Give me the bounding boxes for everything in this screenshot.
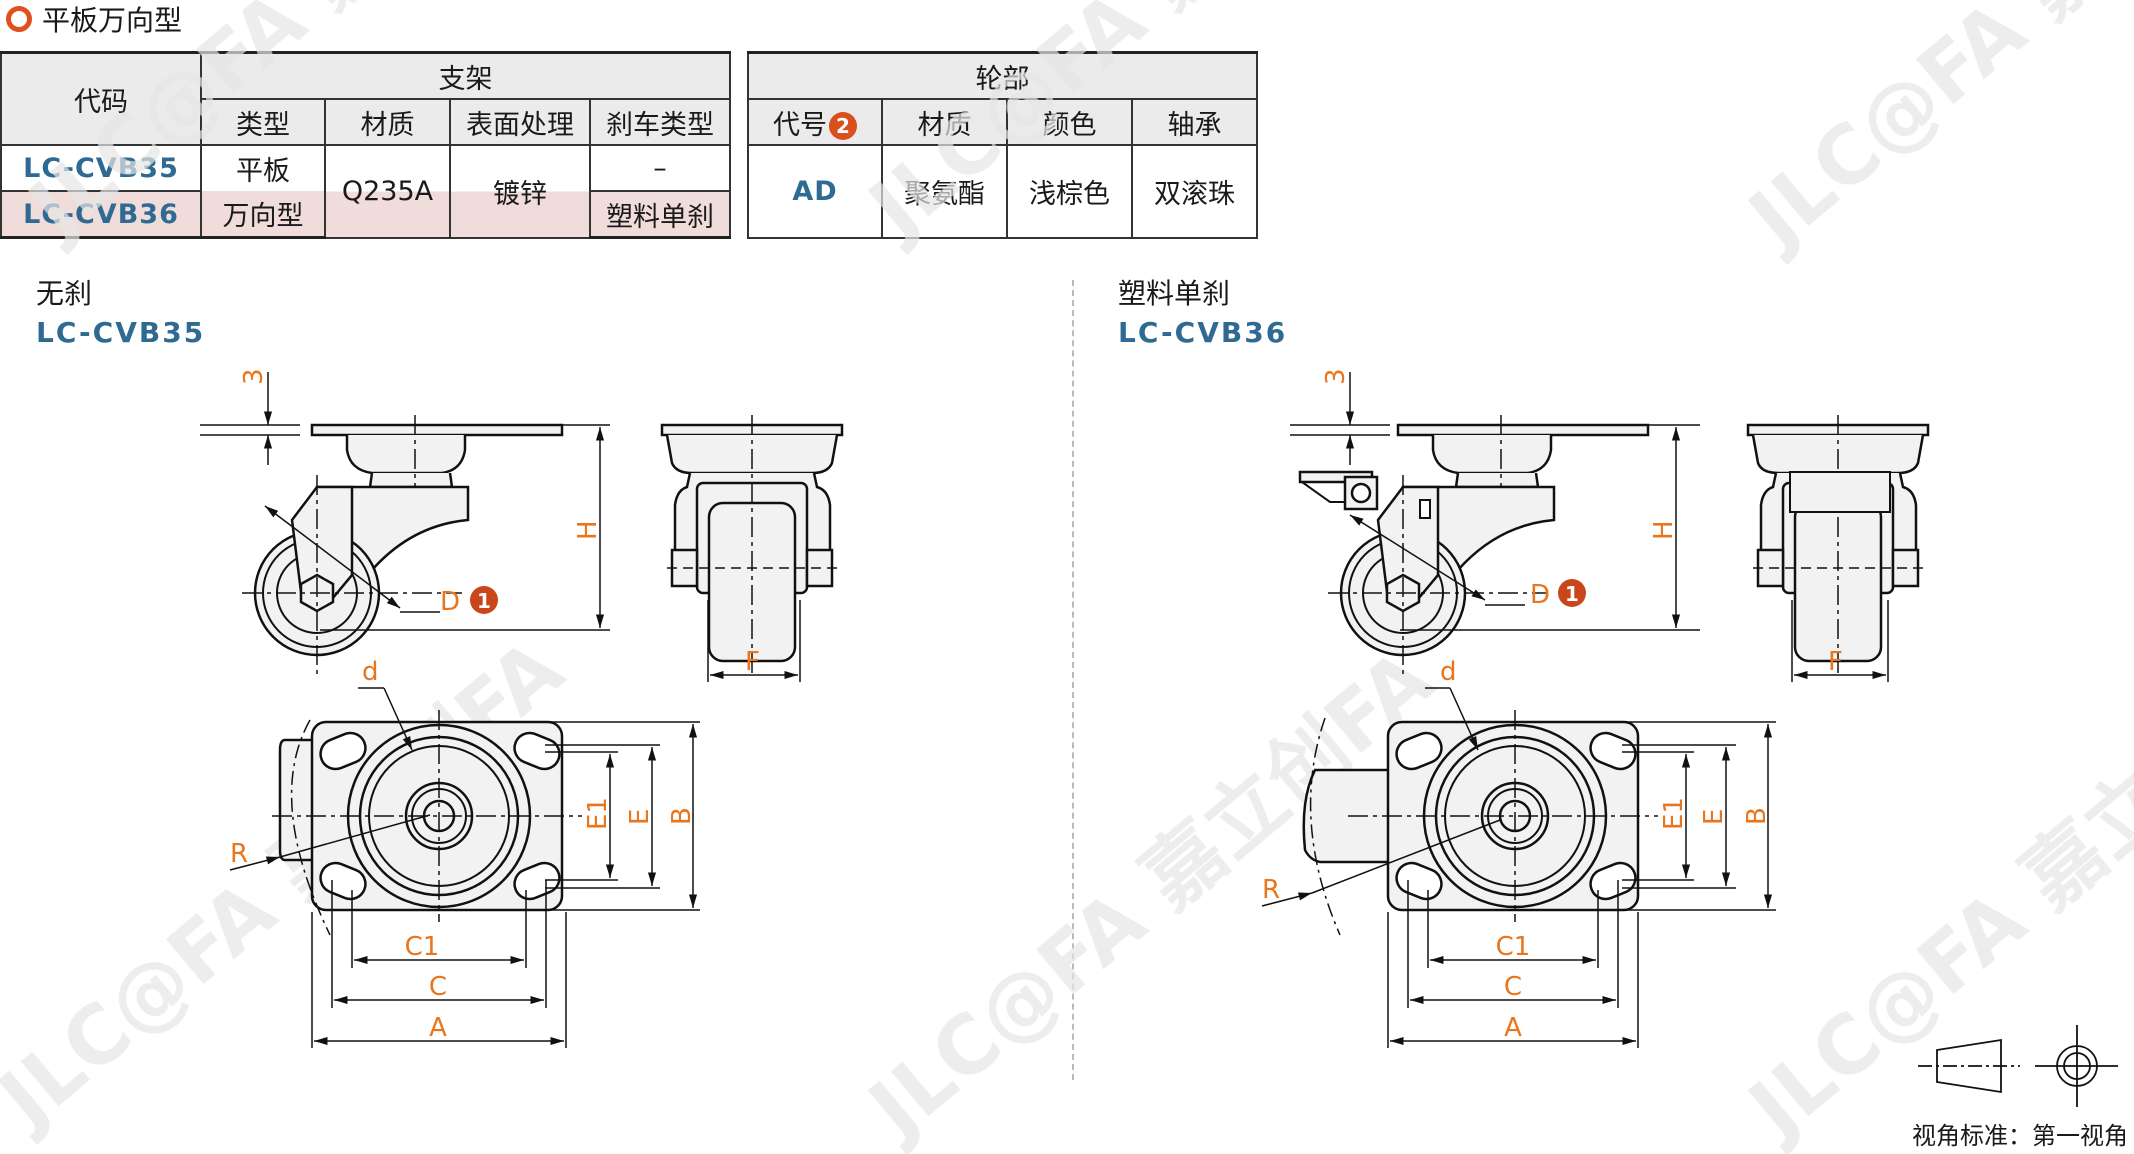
header-code: 代码 [0, 51, 202, 146]
col-type: 类型 [200, 98, 326, 146]
dim-B: B [1742, 807, 1772, 825]
top-view-1: d R E1 E B C1 C A [229, 657, 700, 1048]
projection-note: 视角标准：第一视角 [1912, 1122, 2128, 1150]
dim-B: B [667, 807, 697, 825]
dim-3: 3 [1321, 368, 1351, 385]
svg-text:JLC@FA 嘉立创FA: JLC@FA 嘉立创FA [849, 0, 1450, 258]
dim-D: D [440, 587, 460, 617]
header-wheel: 轮部 [747, 51, 1258, 100]
badge-1: 1 [477, 589, 491, 613]
top-view-2: d R E1 E B C1 C A [1261, 657, 1776, 1048]
wheel-material-cell: 聚氨酯 [881, 144, 1008, 239]
dim-3: 3 [239, 368, 269, 385]
dim-H: H [1649, 520, 1679, 540]
col-brake: 刹车类型 [589, 98, 731, 146]
dim-F: F [1828, 647, 1843, 677]
front-view-1: F [660, 413, 844, 682]
dim-d: d [362, 657, 379, 687]
col-surface: 表面处理 [449, 98, 591, 146]
dim-C1: C1 [405, 932, 440, 962]
dim-C: C [429, 972, 447, 1002]
first-angle-projection-icon [1918, 1025, 2118, 1107]
svg-text:JLC@FA 嘉立创FA: JLC@FA 嘉立创FA [1729, 632, 2134, 1154]
column-gap [729, 52, 749, 238]
header-bracket: 支架 [200, 51, 731, 100]
section-title-text: 平板万向型 [42, 4, 183, 37]
circle-bullet-icon [6, 6, 32, 32]
col-wheel-material: 材质 [881, 98, 1008, 146]
dim-E: E [1699, 809, 1729, 825]
material-cell: Q235A [324, 144, 451, 239]
dim-H: H [573, 520, 603, 540]
section-title: 平板万向型 [6, 2, 183, 37]
wheel-code-cell: AD [747, 144, 883, 239]
dim-d: d [1440, 657, 1457, 687]
section-divider [1072, 280, 1074, 1080]
drawing-code: LC-CVB36 [1118, 316, 1288, 349]
dim-R: R [1262, 875, 1280, 905]
dim-E1: E1 [583, 797, 613, 830]
dim-E1: E1 [1659, 797, 1689, 830]
badge-1: 1 [1565, 582, 1579, 606]
surface-cell: 镀锌 [449, 144, 591, 239]
dim-F: F [745, 647, 760, 677]
dim-C1: C1 [1496, 932, 1531, 962]
col-bearing: 轴承 [1131, 98, 1258, 146]
col-material: 材质 [324, 98, 451, 146]
wheel-color-cell: 浅棕色 [1006, 144, 1133, 239]
dim-R: R [230, 839, 248, 869]
row-code: LC-CVB36 [0, 190, 202, 239]
bearing-cell: 双滚珠 [1131, 144, 1258, 239]
side-view-1: 3 H D 1 [200, 368, 610, 677]
drawing-code: LC-CVB35 [36, 316, 206, 349]
brake-cell: – [589, 144, 731, 192]
badge-2: 2 [829, 112, 857, 140]
svg-text:JLC@FA 嘉立创FA: JLC@FA 嘉立创FA [9, 0, 610, 258]
type-line2: 万向型 [200, 191, 326, 239]
brake-cell: 塑料单刹 [589, 190, 731, 239]
dim-D: D [1530, 580, 1550, 610]
dim-A: A [1504, 1013, 1522, 1043]
svg-text:JLC@FA 嘉立创FA: JLC@FA 嘉立创FA [849, 632, 1450, 1154]
dim-E: E [625, 809, 655, 825]
type-line1: 平板 [200, 144, 326, 191]
side-view-2: 3 H D 1 [1290, 368, 1700, 677]
dim-A: A [429, 1013, 447, 1043]
drawing-caption: 塑料单刹 [1118, 277, 1231, 310]
dim-C: C [1504, 972, 1522, 1002]
svg-text:JLC@FA 嘉立创FA: JLC@FA 嘉立创FA [1729, 0, 2134, 268]
col-wheel-color: 颜色 [1006, 98, 1133, 146]
row-code: LC-CVB35 [0, 144, 202, 192]
drawing-caption: 无刹 [36, 277, 93, 310]
drawing-label-1: 无刹 LC-CVB35 [36, 272, 205, 349]
drawing-label-2: 塑料单刹 LC-CVB36 [1118, 272, 1287, 349]
front-view-2: F [1746, 413, 1930, 682]
